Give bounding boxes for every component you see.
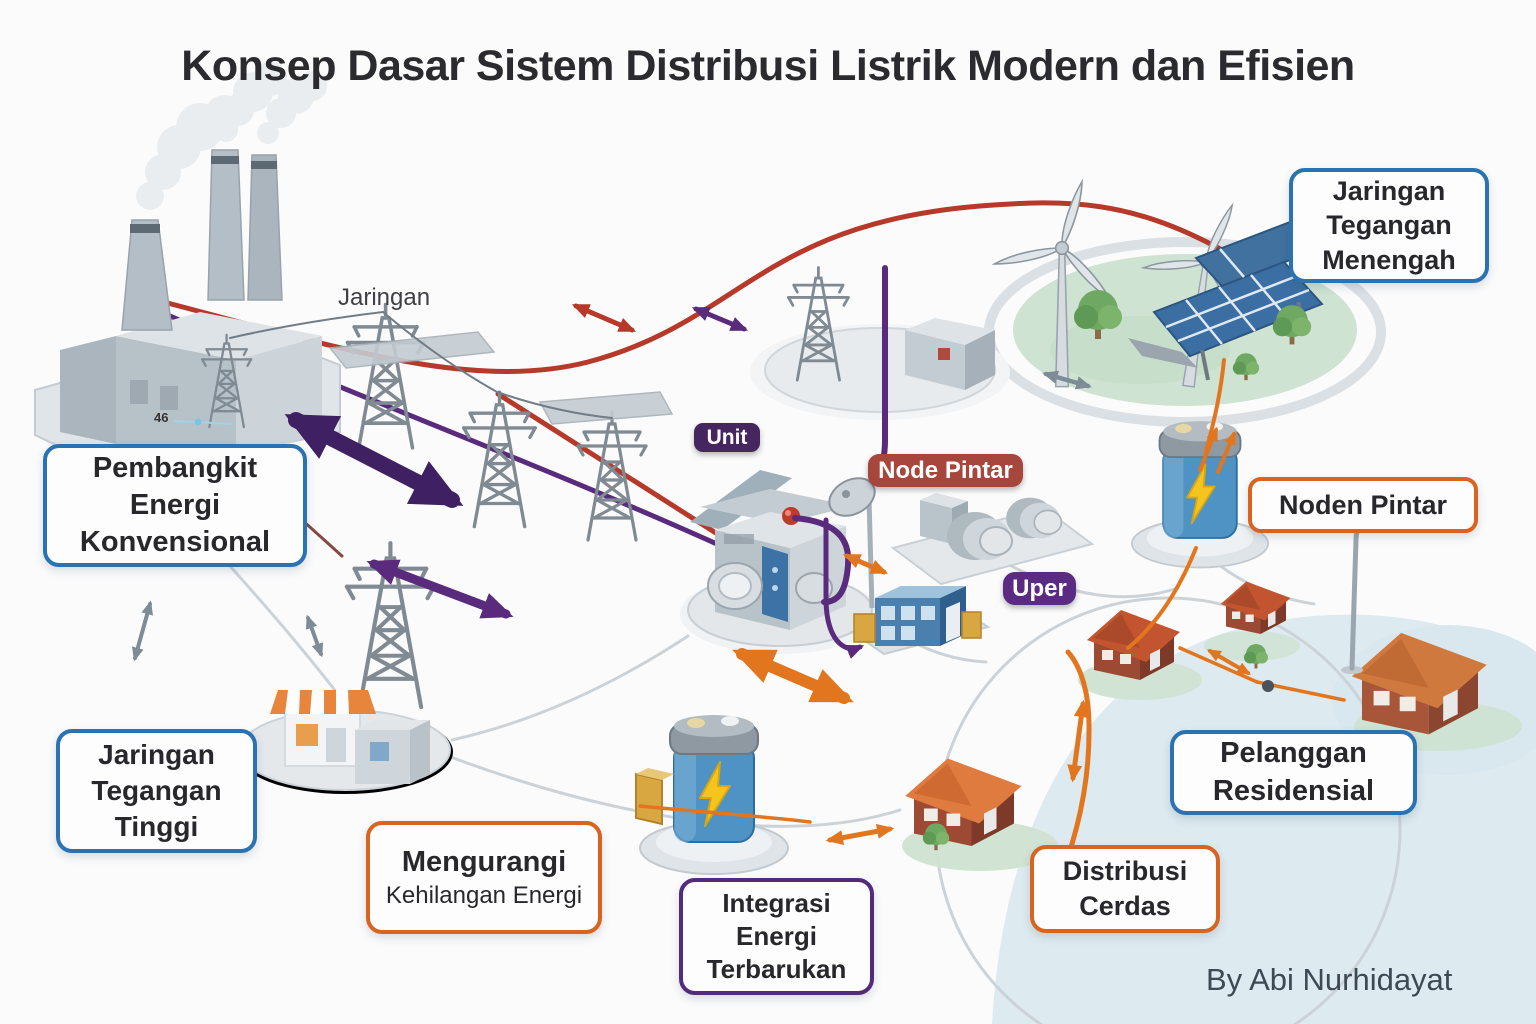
callout-integrasi-energi-terbarukan: Integrasi Energi Terbarukan (679, 878, 874, 995)
measure-tick (173, 418, 233, 426)
callout-jaringan-tegangan-tinggi: Jaringan Tegangan Tinggi (56, 729, 257, 853)
commercial-building (849, 586, 991, 656)
author-credit: By Abi Nurhidayat (1206, 962, 1453, 997)
retail-store (237, 690, 453, 794)
double-arrow (132, 303, 1252, 846)
junction-dot (1262, 680, 1274, 692)
callout-mengurangi-kehilangan-energi: Mengurangi Kehilangan Energi (366, 821, 602, 934)
callout-line: Kehilangan Energi (385, 881, 583, 909)
smart-node-platform (750, 266, 1010, 420)
tower-crossarm-panels (328, 331, 674, 425)
satellite-dish (828, 477, 876, 609)
callout-distribusi-cerdas: Distribusi Cerdas (1030, 845, 1220, 933)
callout-jaringan-tegangan-menengah: Jaringan Tegangan Menengah (1289, 168, 1489, 283)
callout-pembangkit-energi-konvensional: Pembangkit Energi Konvensional (43, 444, 307, 567)
power-plant (34, 62, 341, 478)
jaringan-label: Jaringan (338, 284, 431, 311)
page-title: Konsep Dasar Sistem Distribusi Listrik M… (181, 42, 1355, 90)
badge-uper: Uper (1003, 572, 1076, 605)
tower-wires (229, 311, 613, 419)
callout-line: Mengurangi (401, 845, 567, 878)
badge-node-pintar: Node Pintar (868, 454, 1023, 487)
measure-46-label: 46 (154, 410, 169, 425)
callout-noden-pintar: Noden Pintar (1248, 477, 1478, 533)
smoke-plume (136, 62, 327, 210)
badge-unit: Unit (694, 423, 760, 452)
callout-pelanggan-residensial: Pelanggan Residensial (1170, 730, 1417, 815)
battery-storage (635, 420, 1269, 875)
solar-panel-array (1128, 220, 1324, 381)
transformer-bank (890, 493, 1095, 586)
